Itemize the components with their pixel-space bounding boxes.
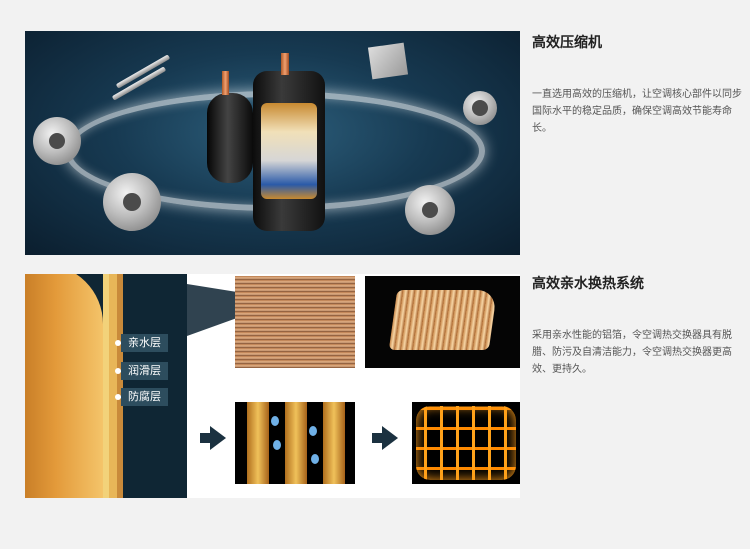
section2-description: 采用亲水性能的铝箔，令空调热交换器具有脱腊、防污及自清洁能力，令空调热交换器更高… (532, 330, 732, 375)
fin-closeup-image (235, 276, 355, 368)
ring-part (463, 91, 497, 125)
glowing-coil-image (412, 402, 520, 484)
layer-tag-hydrophilic: 亲水层 (121, 334, 168, 352)
arrow-icon (372, 433, 382, 443)
water-droplet-image (235, 402, 355, 484)
pointer-dot (115, 340, 121, 346)
copper-pipe (222, 71, 229, 95)
coating-band (103, 274, 109, 498)
flange-part (33, 117, 81, 165)
copper-pipe (281, 53, 289, 75)
layer-tag-lubricating: 润滑层 (121, 362, 168, 380)
coating-layers-image: 亲水层 润滑层 防腐层 (25, 274, 187, 498)
coating-band (109, 274, 117, 498)
arrow-icon (200, 433, 210, 443)
flange-part (405, 185, 455, 235)
compressor-cutaway (261, 103, 317, 199)
layer-tag-anticorrosion: 防腐层 (121, 388, 168, 406)
arrow-right-icon (382, 426, 398, 450)
pointer-dot (115, 394, 121, 400)
section1-title: 高效压缩机 (532, 35, 602, 51)
pointer-dot (115, 368, 121, 374)
section2-title: 高效亲水换热系统 (532, 276, 644, 292)
section1-description: 一直选用高效的压缩机，让空调核心部件以同步国际水平的稳定品质，确保空调高效节能寿… (532, 89, 742, 134)
accumulator (207, 93, 253, 183)
aluminum-layer (25, 274, 103, 498)
compressor-image (25, 31, 520, 255)
coating-band (117, 274, 123, 498)
arrow-right-icon (210, 426, 226, 450)
plate-part (367, 42, 409, 80)
heat-exchanger-image (365, 276, 520, 368)
flange-part (103, 173, 161, 231)
